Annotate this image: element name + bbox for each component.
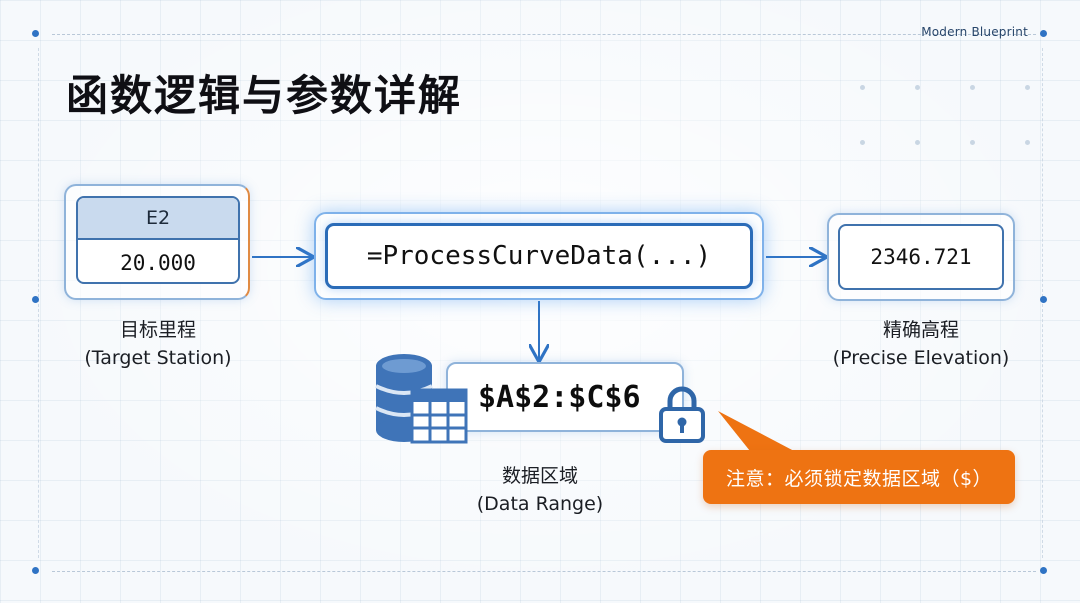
target-station-caption: 目标里程 (Target Station) <box>58 316 258 372</box>
table-grid-icon <box>410 388 468 444</box>
caption-cn: 目标里程 <box>119 319 196 341</box>
grid-dot <box>1025 85 1030 90</box>
grid-dot <box>915 140 920 145</box>
precise-elevation-cell: 2346.721 <box>827 213 1015 301</box>
page-title: 函数逻辑与参数详解 <box>66 71 463 120</box>
range-reference: $A$2:$C$6 <box>478 379 641 415</box>
edge-dot <box>1040 296 1047 303</box>
callout-pointer <box>718 411 794 451</box>
grid-dot <box>860 140 865 145</box>
formula-text: =ProcessCurveData(...) <box>325 223 753 289</box>
grid-dot <box>970 85 975 90</box>
caption-en: (Target Station) <box>84 347 232 369</box>
left-dashed-line <box>38 48 39 558</box>
right-dashed-line <box>1042 48 1043 558</box>
bottom-dashed-line <box>52 571 1036 572</box>
data-range-caption: 数据区域 (Data Range) <box>440 462 640 518</box>
grid-dot <box>860 85 865 90</box>
cell-value: 20.000 <box>120 251 196 275</box>
edge-dot <box>32 296 39 303</box>
corner-dot <box>1040 30 1047 37</box>
grid-dot <box>915 85 920 90</box>
cell-reference: E2 <box>78 198 238 240</box>
precise-elevation-caption: 精确高程 (Precise Elevation) <box>816 316 1026 372</box>
caption-cn: 精确高程 <box>882 319 959 341</box>
brand-label: Modern Blueprint <box>921 25 1028 39</box>
cell-frame: E2 20.000 <box>76 196 240 284</box>
target-station-cell: E2 20.000 <box>64 184 250 300</box>
corner-dot <box>1040 567 1047 574</box>
grid-dot <box>970 140 975 145</box>
database-icon <box>375 354 468 444</box>
formula-box: =ProcessCurveData(...) <box>314 212 764 300</box>
data-range-box: $A$2:$C$6 <box>446 362 684 432</box>
caption-en: (Data Range) <box>476 493 604 515</box>
caption-en: (Precise Elevation) <box>832 347 1010 369</box>
top-dashed-line <box>52 34 1036 35</box>
result-value: 2346.721 <box>838 224 1004 290</box>
corner-dot <box>32 567 39 574</box>
lock-icon <box>659 386 705 443</box>
corner-dot <box>32 30 39 37</box>
caption-cn: 数据区域 <box>501 465 578 487</box>
warning-note: 注意：必须锁定数据区域（$） <box>703 450 1015 504</box>
grid-dot <box>1025 140 1030 145</box>
